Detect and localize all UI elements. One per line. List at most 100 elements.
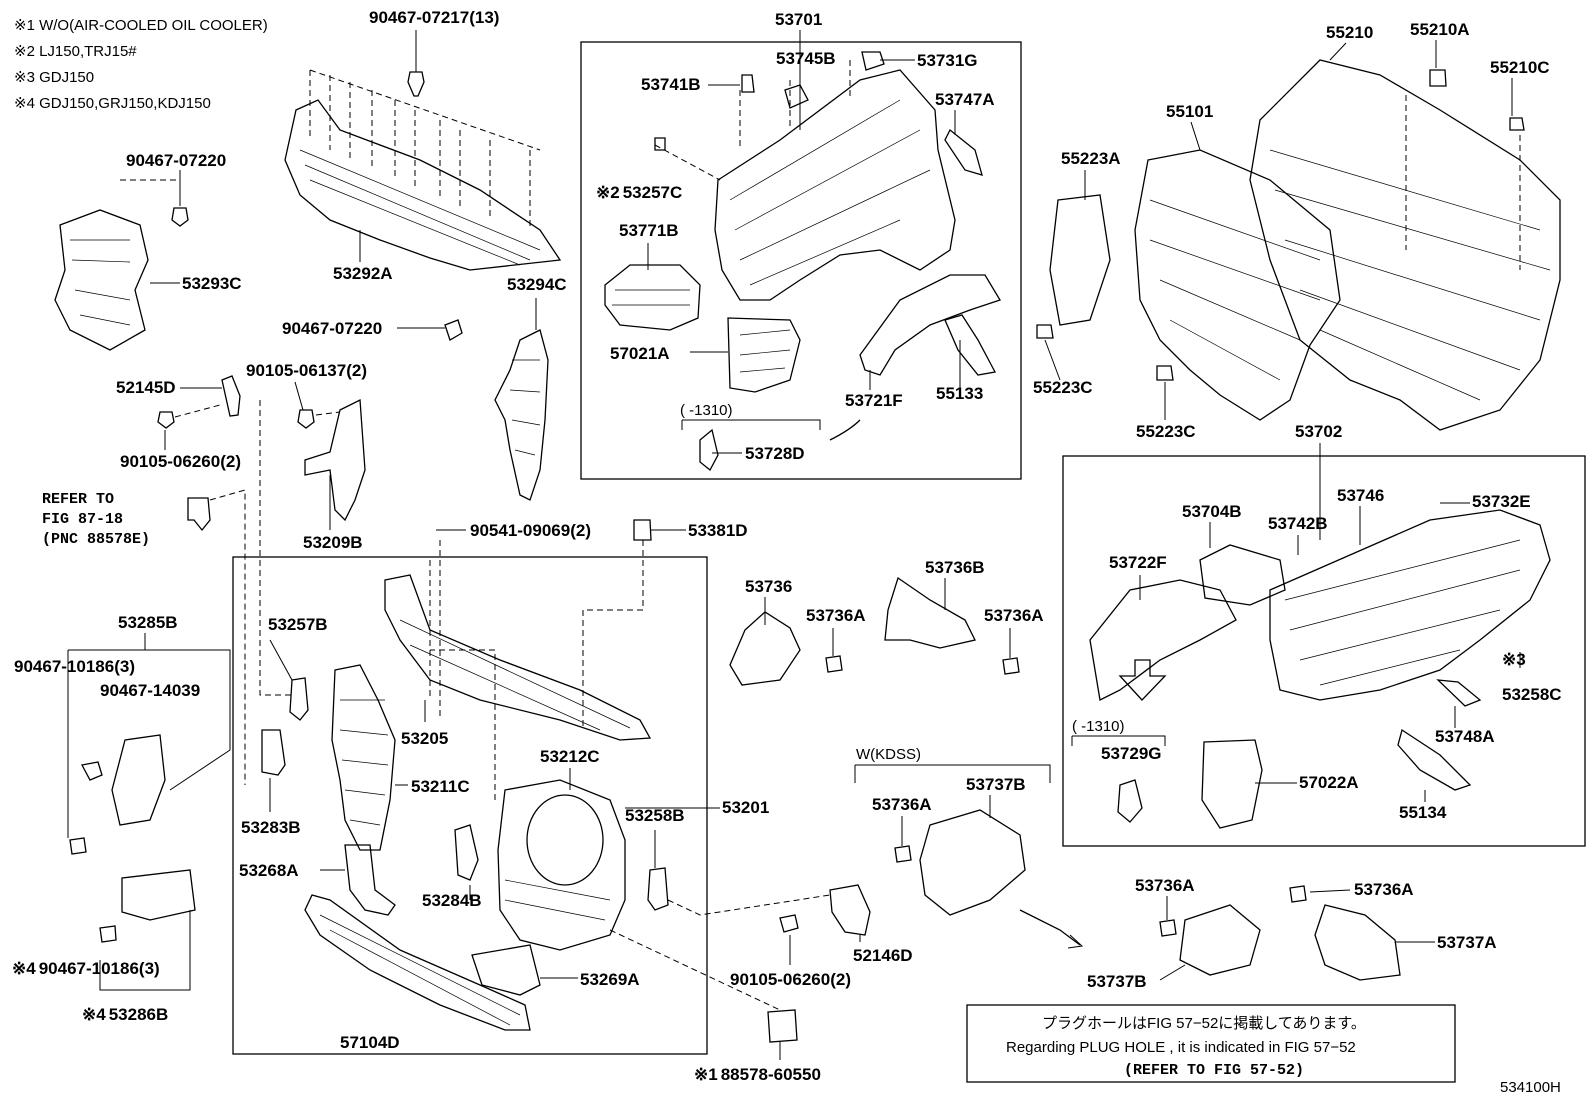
part-55210-shape — [1036, 59, 1561, 431]
note-2: ※2 LJ150,TRJ15# — [14, 43, 137, 60]
label-52146D: 52146D — [853, 946, 913, 965]
part-53701-shape — [654, 51, 983, 301]
label-53702: 53702 — [1295, 422, 1342, 441]
labels: 90467-07217(13) 53292A 90467-07220 53293… — [12, 8, 1562, 1084]
label-53258C: 53258C — [1502, 685, 1562, 704]
part-52146D-shape — [609, 884, 871, 1043]
part-53771B-shape — [604, 264, 701, 331]
label-90105-06260-a: 90105-06260(2) — [120, 452, 241, 471]
label-53258B: 53258B — [625, 806, 685, 825]
label-90105-06260-b: 90105-06260(2) — [730, 970, 851, 989]
label-53728D: 53728D — [745, 444, 805, 463]
label-53737B-a: 53737B — [966, 775, 1026, 794]
label-53286B-text: 53286B — [109, 1005, 169, 1024]
label-53722F: 53722F — [1109, 553, 1167, 572]
range-bracket-a — [681, 419, 821, 430]
label-55134: 55134 — [1399, 803, 1447, 822]
part-53258B-shape — [647, 867, 669, 911]
info-line-ref: (REFER TO FIG 57-52) — [1124, 1062, 1304, 1079]
note-1: ※1 W/O(AIR-COOLED OIL COOLER) — [14, 17, 268, 34]
label-55223A: 55223A — [1061, 149, 1121, 168]
prefix-1: ※1 — [694, 1065, 718, 1084]
label-90467-14039: 90467-14039 — [100, 681, 200, 700]
part-57104D-shape — [304, 894, 531, 1031]
note-4: ※4 GDJ150,GRJ150,KDJ150 — [14, 95, 211, 112]
label-53283B: 53283B — [241, 818, 301, 837]
label-90467-07217: 90467-07217(13) — [369, 8, 499, 27]
label-53736B: 53736B — [925, 558, 985, 577]
label-53381D: 53381D — [688, 521, 748, 540]
label-90105-06137: 90105-06137(2) — [246, 361, 367, 380]
label-53212C: 53212C — [540, 747, 600, 766]
part-53721F-shape — [699, 274, 1001, 471]
label-53209B: 53209B — [303, 533, 363, 552]
part-53292A-shape — [284, 69, 562, 271]
label-53257C-text: 53257C — [623, 183, 683, 202]
label-53293C: 53293C — [182, 274, 242, 293]
part-53205-shape — [384, 519, 652, 741]
label-53745B: 53745B — [776, 49, 836, 68]
range-bracket-b — [1071, 735, 1166, 746]
label-53211C: 53211C — [411, 777, 470, 796]
label-53704B: 53704B — [1182, 502, 1242, 521]
label-53736: 53736 — [745, 577, 792, 596]
label-53284B: 53284B — [422, 891, 482, 910]
label-55210C: 55210C — [1490, 58, 1550, 77]
part-53283B-shape — [261, 729, 286, 776]
label-53736A-c: 53736A — [872, 795, 932, 814]
prefix-2: ※2 — [596, 183, 620, 202]
prefix-4b: ※4 — [12, 959, 36, 978]
label-90541-09069: 90541-09069(2) — [470, 521, 591, 540]
part-53736-shape — [729, 576, 1401, 981]
group-frame-53702 — [1062, 455, 1586, 847]
label-55210: 55210 — [1326, 23, 1373, 42]
label-53294C: 53294C — [507, 275, 567, 294]
label-88578-60550-text: 88578-60550 — [721, 1065, 821, 1084]
label-90467-07220-a: 90467-07220 — [126, 151, 226, 170]
label-53731G: 53731G — [917, 51, 978, 70]
label-53257B: 53257B — [268, 615, 328, 634]
label-53292A: 53292A — [333, 264, 393, 283]
label-53721F: 53721F — [845, 391, 903, 410]
label-53701: 53701 — [775, 10, 822, 29]
part-53257B-shape — [259, 400, 309, 721]
label-53736A-e: 53736A — [1354, 880, 1414, 899]
label-53747A: 53747A — [935, 90, 995, 109]
label-57021A: 57021A — [610, 344, 670, 363]
part-53293C-shape — [54, 179, 189, 351]
info-line-en: Regarding PLUG HOLE , it is indicated in… — [1006, 1039, 1356, 1056]
label-55133: 55133 — [936, 384, 983, 403]
label-53742B: 53742B — [1268, 514, 1328, 533]
range-label-a: ( -1310) — [680, 402, 733, 419]
part-53702-shape — [1089, 509, 1551, 829]
label-53737A: 53737A — [1437, 933, 1497, 952]
label-53748A: 53748A — [1435, 727, 1495, 746]
part-53285B-shape — [67, 649, 231, 991]
part-57021A-shape — [727, 317, 801, 393]
leader-lines — [144, 30, 1521, 1060]
group-frame-53701 — [580, 41, 1022, 480]
part-53268A-shape — [344, 844, 396, 916]
figure-code: 534100H — [1500, 1079, 1561, 1096]
part-53212C-shape — [497, 779, 626, 951]
prefix-4a: ※4 — [82, 1005, 106, 1024]
label-57022A: 57022A — [1299, 773, 1359, 792]
info-line-jp: プラグホールはFIG 57−52に掲載してあります。 — [1042, 1015, 1366, 1032]
label-55101: 55101 — [1166, 102, 1213, 121]
label-53771B: 53771B — [619, 221, 679, 240]
label-53741B: 53741B — [641, 75, 701, 94]
label-52145D: 52145D — [116, 378, 176, 397]
label-53736A-b: 53736A — [984, 606, 1044, 625]
label-57104D: 57104D — [340, 1033, 400, 1052]
label-53737B-b: 53737B — [1087, 972, 1147, 991]
part-55101-shape — [1049, 149, 1341, 421]
label-53729G: 53729G — [1101, 744, 1162, 763]
label-53201: 53201 — [722, 798, 769, 817]
range-label-b: ( -1310) — [1072, 718, 1125, 735]
part-53294C-shape — [444, 319, 549, 501]
wkdss-label: W(KDSS) — [856, 746, 921, 763]
label-53736A-d: 53736A — [1135, 876, 1195, 895]
label-53736A-a: 53736A — [806, 606, 866, 625]
